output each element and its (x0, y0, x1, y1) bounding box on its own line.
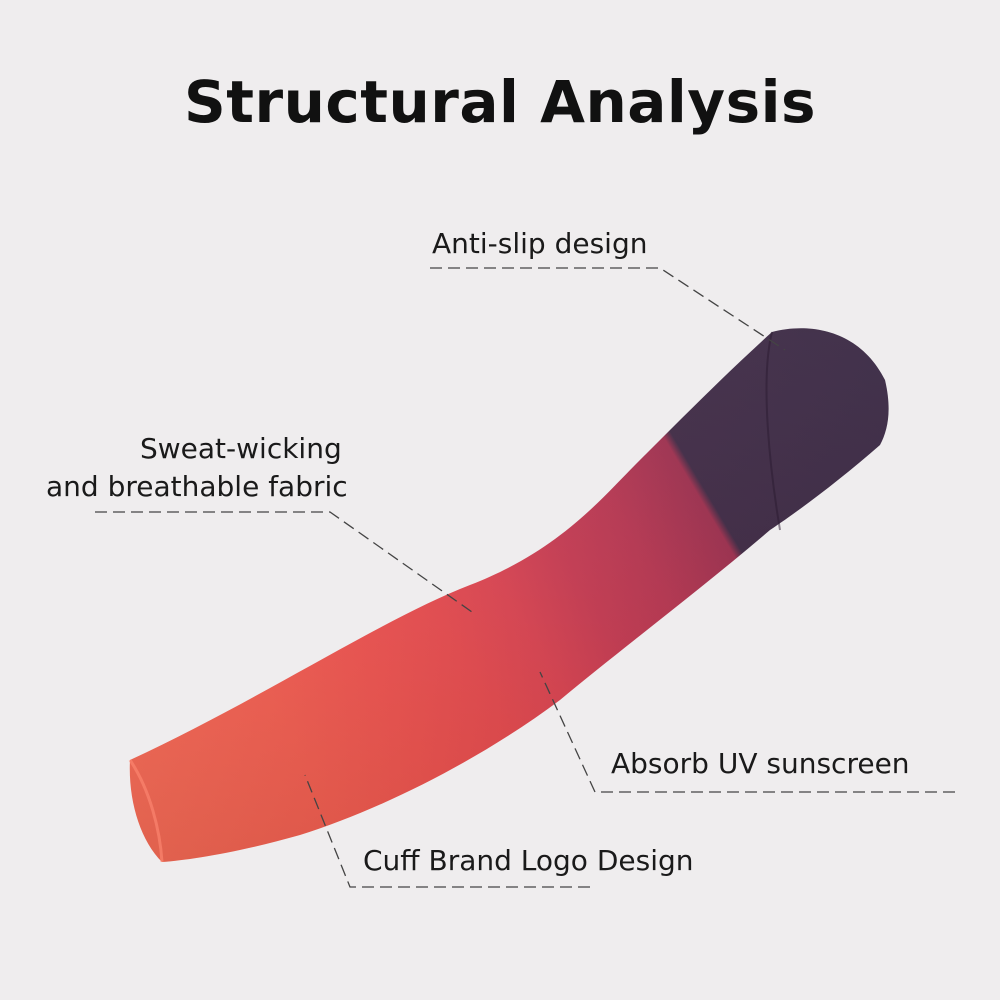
cuff-logo-label: Cuff Brand Logo Design (363, 844, 694, 877)
sweat-wicking-label-line1: Sweat-wicking (140, 432, 342, 465)
anti-slip-label: Anti-slip design (432, 227, 648, 260)
page-title: Structural Analysis (183, 68, 817, 136)
anti-slip-leader (430, 267, 786, 351)
leader-lines (95, 267, 955, 888)
sweat-wicking-label-line2: and breathable fabric (46, 470, 348, 503)
absorb-uv-label: Absorb UV sunscreen (611, 747, 910, 780)
sleeve (128, 328, 889, 863)
sweat-wicking-leader (95, 511, 473, 613)
cuff-logo-leader (304, 774, 590, 888)
absorb-uv-leader (539, 671, 955, 793)
